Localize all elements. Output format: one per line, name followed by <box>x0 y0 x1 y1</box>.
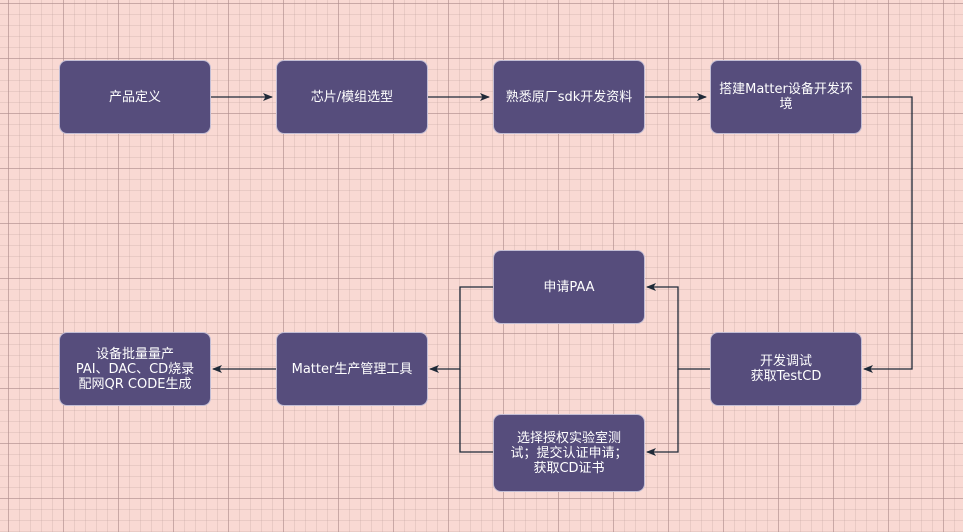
node-production-tool[interactable]: Matter生产管理工具 <box>276 332 428 406</box>
arrow-env-to-debug <box>861 96 913 373</box>
arrow-debug-to-lab <box>646 369 679 456</box>
arrow-lab-to-tool <box>459 369 493 453</box>
node-matter-env[interactable]: 搭建Matter设备开发环 境 <box>710 60 862 134</box>
node-lab-testing[interactable]: 选择授权实验室测 试；提交认证申请； 获取CD证书 <box>493 414 645 492</box>
node-dev-debug[interactable]: 开发调试 获取TestCD <box>710 332 862 406</box>
node-apply-paa[interactable]: 申请PAA <box>493 250 645 324</box>
node-mass-production[interactable]: 设备批量量产 PAI、DAC、CD烧录 配网QR CODE生成 <box>59 332 211 406</box>
arrow-debug-to-paa <box>646 283 710 370</box>
node-product-definition[interactable]: 产品定义 <box>59 60 211 134</box>
node-chip-selection[interactable]: 芯片/模组选型 <box>276 60 428 134</box>
node-sdk-docs[interactable]: 熟悉原厂sdk开发资料 <box>493 60 645 134</box>
arrow-paa-to-tool <box>429 286 493 373</box>
